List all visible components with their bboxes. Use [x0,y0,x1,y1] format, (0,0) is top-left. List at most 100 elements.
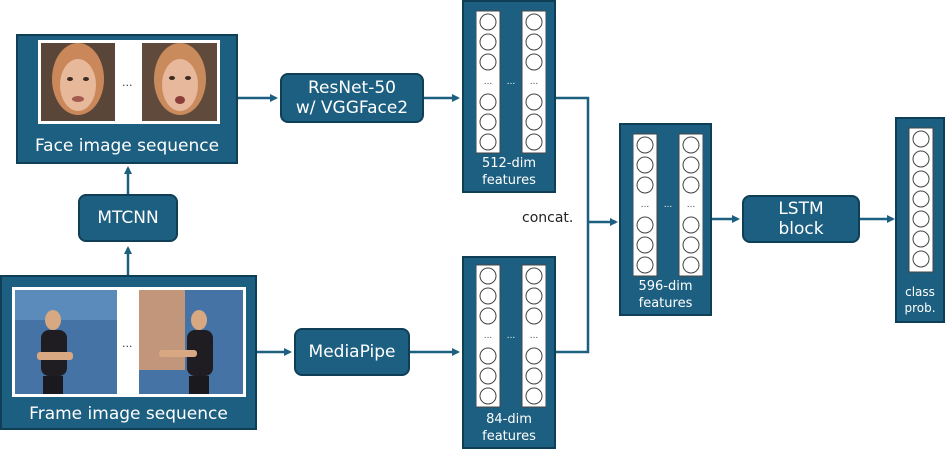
output-class-word: class [905,285,935,299]
neuron-node [682,136,700,154]
face-image-1 [41,43,115,121]
face-sequence-panel: ... Face image sequence [16,34,238,164]
frame-image-strip: ... [12,287,246,397]
concat-features-word: features [638,295,693,311]
frame-scene-icon [139,290,243,394]
between-columns-ellipsis: ... [664,200,673,210]
neuron-node [525,367,543,385]
neuron-node [912,250,930,268]
neuron-node [479,267,497,285]
neuron-node [479,287,497,305]
neuron-node [525,33,543,51]
vector-ellipsis: ... [484,77,493,87]
neuron-node [525,93,543,111]
vector-ellipsis: ... [687,200,696,210]
neuron-node [682,256,700,274]
vector-ellipsis: ... [530,77,539,87]
frame-scene-icon [15,290,117,394]
neuron-node [479,347,497,365]
neuron-node [525,113,543,131]
neuron-node [479,307,497,325]
concat-label: concat. [522,210,574,226]
neuron-node [682,156,700,174]
neuron-node [682,176,700,194]
edge-face-features-to-concat [556,96,590,222]
mtcnn-label: MTCNN [97,207,159,228]
neuron-node [636,236,654,254]
neuron-node [636,176,654,194]
face-features-dim: 512-dim [481,156,537,171]
face-features-block: ......... 512-dim features [462,0,556,193]
concat-features-block: ......... 596-dim features [619,123,712,316]
neuron-node [525,287,543,305]
between-columns-ellipsis: ... [507,331,516,341]
face-features-word: features [482,172,536,188]
neuron-node [682,236,700,254]
face-features-vector: ......... [476,10,546,154]
neuron-node [912,130,930,148]
pose-features-block: ......... 84-dim features [462,256,556,449]
resnet-node: ResNet-50 w/ VGGFace2 [280,73,424,123]
neuron-node [525,347,543,365]
neuron-node [479,387,497,405]
neuron-node [525,387,543,405]
resnet-label-line2: w/ VGGFace2 [295,98,409,118]
neuron-node [682,216,700,234]
neuron-node [479,53,497,71]
neuron-node [912,190,930,208]
neuron-node [479,13,497,31]
neuron-node [525,267,543,285]
neuron-node [479,367,497,385]
neuron-node [479,133,497,151]
face-image-strip: ... [38,40,220,124]
mediapipe-node: MediaPipe [294,328,410,376]
frame-image-1 [15,290,117,394]
lstm-node: LSTM block [742,195,860,243]
neuron-node [525,13,543,31]
neuron-node [479,113,497,131]
edge-pose-features-to-concat [556,222,590,354]
lstm-label-line2: block [778,219,824,239]
concat-features-dim: 596-dim [638,279,693,294]
face-image-2 [142,43,217,121]
pose-features-caption: 84-dim features [464,412,554,446]
output-prob-word: prob. [904,300,936,315]
between-columns-ellipsis: ... [507,77,516,87]
pose-features-vector: ......... [476,264,546,408]
face-ellipsis: ... [122,76,133,89]
neuron-node [636,216,654,234]
lstm-label-line1: LSTM [778,198,824,219]
mtcnn-node: MTCNN [78,194,178,242]
frame-image-2 [139,290,243,394]
output-block: class prob. [895,117,945,323]
concat-features-vector: ......... [633,133,703,277]
face-features-caption: 512-dim features [464,156,554,190]
concat-features-caption: 596-dim features [621,279,710,313]
neuron-node [525,307,543,325]
resnet-label-line1: ResNet-50 [308,77,396,98]
pose-features-dim: 84-dim [486,412,532,427]
neuron-node [912,150,930,168]
face-portrait-icon [41,43,115,121]
neuron-node [525,53,543,71]
vector-ellipsis: ... [484,331,493,341]
mediapipe-label: MediaPipe [308,341,396,362]
vector-ellipsis: ... [530,331,539,341]
neuron-node [912,230,930,248]
neuron-node [636,256,654,274]
vector-ellipsis: ... [641,200,650,210]
frame-sequence-caption: Frame image sequence [29,404,228,424]
neuron-node [479,93,497,111]
output-vector [908,127,934,273]
neuron-node [636,156,654,174]
neuron-node [636,136,654,154]
face-sequence-caption: Face image sequence [34,136,220,156]
frame-sequence-panel: ... Frame image sequence [0,275,257,430]
output-caption: class prob. [897,285,943,316]
neuron-node [525,133,543,151]
neuron-node [912,210,930,228]
frame-ellipsis: ... [122,337,133,350]
neuron-node [912,170,930,188]
